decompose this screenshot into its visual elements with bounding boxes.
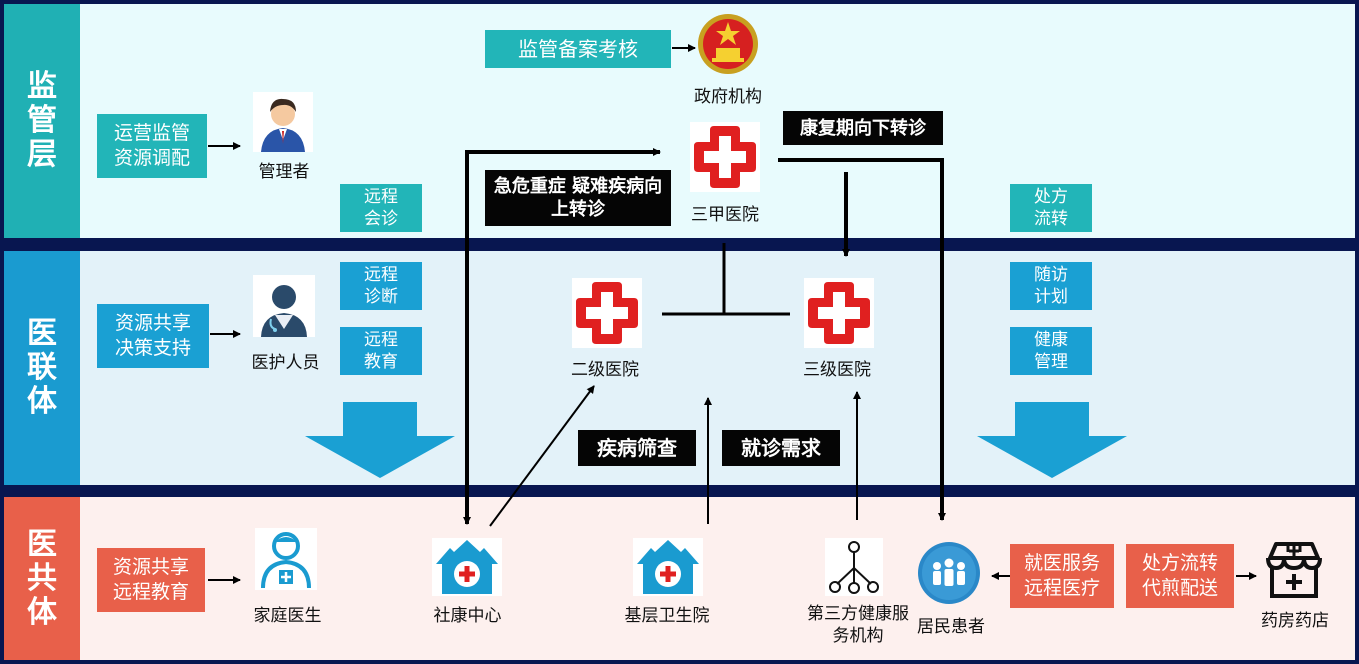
text-tertiary-a-hospital: 三甲医院	[691, 205, 759, 225]
text-third-party-health: 第三方健康服务机构	[807, 604, 909, 646]
text-tertiary-hospital: 三级医院	[803, 360, 871, 380]
big-arrow-left	[305, 402, 455, 478]
box-remote-education: 远程教育	[340, 327, 422, 375]
text-government: 政府机构	[694, 87, 762, 107]
layer-label-supervision: 监管层	[27, 69, 57, 172]
hospital-cross-icon	[804, 278, 874, 348]
doctor-icon	[253, 275, 315, 337]
box-follow-up-plan: 随访计划	[1010, 262, 1092, 310]
community-clinic-icon	[633, 538, 703, 596]
box-remote-consultation: 远程会诊	[340, 184, 422, 232]
network-icon	[825, 538, 883, 596]
text-family-doctor: 家庭医生	[253, 606, 322, 626]
line-upward-referral	[465, 148, 661, 520]
family-doctor-icon	[255, 528, 317, 590]
box-disease-screening: 疾病筛查	[578, 430, 696, 466]
text-manager: 管理者	[258, 162, 310, 182]
pharmacy-icon	[1262, 540, 1326, 600]
box-health-management: 健康管理	[1010, 327, 1092, 375]
hospital-cross-icon	[690, 122, 760, 192]
text-secondary-hospital: 二级医院	[571, 360, 639, 380]
arrow-screening	[489, 385, 595, 527]
box-operation-supervision: 运营监管资源调配	[97, 114, 207, 178]
box-supervision-filing: 监管备案考核	[485, 30, 671, 68]
text-primary-health-center: 基层卫生院	[624, 606, 710, 626]
box-remote-diagnosis: 远程诊断	[340, 262, 422, 310]
layer-label-alliance: 医联体	[27, 316, 57, 419]
text-pharmacy: 药房药店	[1261, 611, 1329, 631]
community-clinic-icon	[432, 538, 502, 596]
box-prescription-delivery: 处方流转代煎配送	[1126, 544, 1234, 608]
box-medical-demand: 就诊需求	[722, 430, 840, 466]
box-critical-referral: 急危重症 疑难疾病向上转诊	[485, 170, 671, 226]
box-medical-service-remote: 就医服务远程医疗	[1010, 544, 1114, 608]
box-prescription-transfer: 处方流转	[1010, 184, 1092, 232]
manager-icon	[253, 92, 313, 152]
text-medical-staff: 医护人员	[251, 353, 320, 373]
text-residents-patients: 居民患者	[917, 617, 985, 637]
big-arrow-right	[977, 402, 1127, 478]
box-resource-sharing-decision: 资源共享决策支持	[97, 304, 209, 368]
text-community-health-center: 社康中心	[433, 606, 502, 626]
line-downward-referral	[778, 158, 946, 521]
national-emblem-icon	[696, 12, 760, 76]
patients-icon	[916, 540, 982, 606]
hospital-cross-icon	[572, 278, 642, 348]
layer-label-community: 医共体	[27, 526, 57, 630]
box-rehab-downward: 康复期向下转诊	[783, 111, 943, 145]
box-resource-sharing-education: 资源共享远程教育	[97, 548, 205, 612]
